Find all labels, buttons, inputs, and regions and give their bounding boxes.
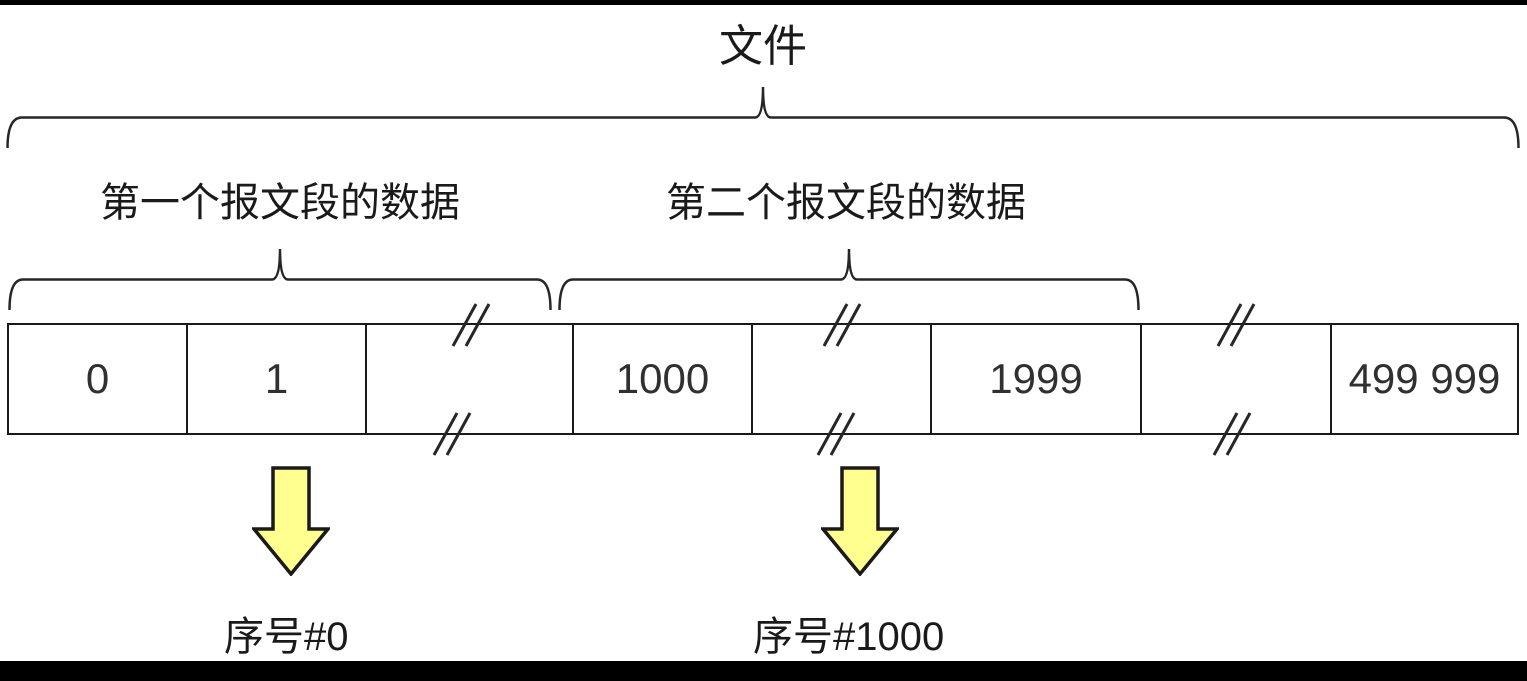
top-frame-bar — [0, 0, 1527, 5]
sequence-label-1000: 序号#1000 — [753, 615, 945, 659]
break-mark-icon — [1212, 412, 1252, 456]
byte-cell-499999: 499 999 — [1330, 325, 1517, 433]
sequence-label-0: 序号#0 — [224, 615, 349, 659]
break-mark-icon — [816, 412, 856, 456]
bottom-frame-bar — [0, 661, 1527, 681]
segment2-label: 第二个报文段的数据 — [666, 181, 1026, 225]
segment1-label: 第一个报文段的数据 — [100, 181, 460, 225]
file-title: 文件 — [719, 22, 807, 71]
break-mark-icon — [822, 303, 862, 347]
byte-cell-1999: 1999 — [930, 325, 1140, 433]
byte-cell-break-3 — [1140, 325, 1330, 433]
segment1-brace-icon — [8, 248, 552, 311]
byte-stream-row: 0 1 1000 1999 499 999 — [7, 323, 1519, 435]
break-mark-icon — [451, 303, 491, 347]
byte-cell-break-1 — [365, 325, 572, 433]
break-mark-icon — [432, 412, 472, 456]
byte-cell-1000: 1000 — [572, 325, 751, 433]
byte-cell-0: 0 — [85, 355, 110, 402]
file-brace-icon — [6, 86, 1520, 149]
segment2-brace-icon — [558, 248, 1140, 311]
byte-cell-1: 1 — [186, 325, 365, 433]
down-arrow-icon — [821, 466, 899, 576]
byte-cell-break-2 — [751, 325, 930, 433]
break-mark-icon — [1216, 303, 1256, 347]
down-arrow-icon — [252, 466, 330, 576]
